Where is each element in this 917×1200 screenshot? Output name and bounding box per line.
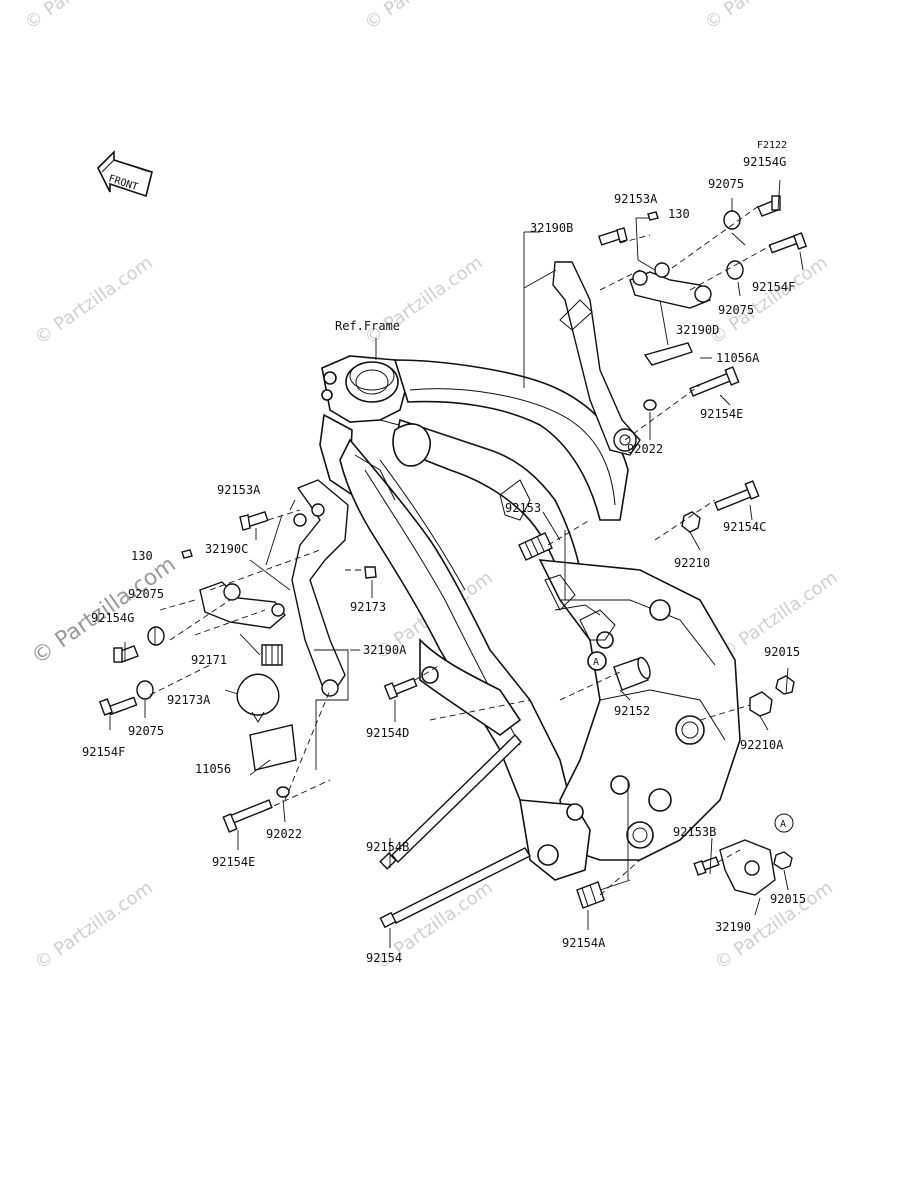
watermark: © Partzilla.com: [701, 0, 827, 34]
label-92154f-left: 92154F: [82, 745, 125, 759]
clamp-92171: [261, 644, 283, 666]
bolt-92154g-right: [757, 195, 781, 217]
label-32190: 32190: [715, 920, 751, 934]
bracket-32190d: [629, 262, 712, 309]
bolt-92153b: [693, 856, 720, 876]
ref-marker-a-mid-circle: [587, 651, 607, 671]
label-92075-left-2: 92075: [128, 724, 164, 738]
bracket-32190a: [291, 479, 349, 697]
label-92075-right-2: 92075: [718, 303, 754, 317]
label-92015-lower: 92015: [770, 892, 806, 906]
nut-92210a: [749, 691, 773, 717]
bolt-130-left: [181, 549, 193, 559]
label-92075-left-1: 92075: [128, 587, 164, 601]
bolt-92154e-left: [222, 799, 273, 833]
main-frame: A: [319, 355, 741, 881]
label-11056: 11056: [195, 762, 231, 776]
watermark: © Partzilla.com: [21, 0, 147, 34]
nut-92015-lower: [773, 851, 793, 870]
bolt-92154c: [714, 480, 760, 512]
label-32190d: 32190D: [676, 323, 719, 337]
nut-92075-left-1: [147, 626, 165, 646]
bolt-92153a-left: [239, 510, 269, 531]
spacer-92153: [518, 532, 553, 561]
watermark: © Partzilla.com: [31, 252, 157, 349]
label-92173: 92173: [350, 600, 386, 614]
nut-92075-right-2: [726, 260, 744, 280]
label-130-right: 130: [668, 207, 690, 221]
washer-92022-left: [276, 786, 290, 798]
label-92154e-right: 92154E: [700, 407, 743, 421]
label-32190a: 32190A: [363, 643, 407, 657]
label-32190b: 32190B: [530, 221, 573, 235]
front-arrow-icon: FRONT: [97, 150, 153, 198]
label-92171: 92171: [191, 653, 227, 667]
bolt-92154f-right: [768, 232, 808, 254]
label-92154d: 92154D: [366, 726, 409, 740]
bracket-32190c: [199, 581, 286, 629]
bolt-92154: [379, 847, 532, 929]
label-92153a-right: 92153A: [614, 192, 658, 206]
bolt-92154b: [379, 733, 522, 870]
label-92152: 92152: [614, 704, 650, 718]
nut-92075-left-2: [136, 680, 154, 700]
nut-92210: [681, 511, 701, 533]
label-92154: 92154: [366, 951, 402, 965]
label-92154b: 92154B: [366, 840, 409, 854]
bolt-92154g-left: [113, 645, 139, 663]
label-92173a: 92173A: [167, 693, 211, 707]
label-130-left: 130: [131, 549, 153, 563]
dash-lines: [149, 204, 771, 896]
watermark: © Partzilla.com: [361, 0, 487, 34]
label-92022-left: 92022: [266, 827, 302, 841]
bolt-130-right: [647, 211, 659, 221]
watermark: © Partzilla.com: [361, 252, 487, 349]
bolt-92153a-right: [598, 227, 628, 246]
watermark: © Partzilla.com: [706, 252, 832, 349]
leader-lines: [109, 179, 804, 948]
band-92173a: [236, 673, 280, 723]
diagram-code: F2122: [757, 140, 787, 151]
label-92210: 92210: [674, 556, 710, 570]
bolt-92154d: [383, 677, 418, 700]
label-92075-right-1: 92075: [708, 177, 744, 191]
bolt-92154e-right: [689, 366, 740, 397]
spacer-92152: [613, 656, 651, 691]
ref-frame-label: Ref.Frame: [335, 319, 400, 333]
label-92210a: 92210A: [740, 738, 784, 752]
label-11056a: 11056A: [716, 351, 760, 365]
label-92153: 92153: [505, 501, 541, 515]
label-32190c: 32190C: [205, 542, 248, 556]
plate-11056: [249, 724, 297, 771]
plate-11056a: [643, 342, 693, 366]
ref-marker-a-lower: A: [780, 819, 786, 830]
label-92154f-right: 92154F: [752, 280, 795, 294]
label-92154g-right: 92154G: [743, 155, 786, 169]
label-92154g-left: 92154G: [91, 611, 134, 625]
watermark: © Partzilla.com: [31, 877, 157, 974]
nut-92075-right-1: [723, 210, 741, 230]
washer-92022-right: [643, 399, 657, 411]
label-92154e-left: 92154E: [212, 855, 255, 869]
ref-marker-a: A: [593, 657, 599, 668]
nut-92015-upper: [775, 675, 795, 695]
ref-marker-a-lower-circle: [774, 813, 794, 833]
label-92153a-left: 92153A: [217, 483, 261, 497]
label-92153b: 92153B: [673, 825, 716, 839]
label-92154c: 92154C: [723, 520, 766, 534]
spacer-92154a: [576, 881, 605, 909]
part-labels: Ref.Frame 92154G 92075 92153A 130 32190B…: [82, 155, 806, 965]
label-92022-right: 92022: [627, 442, 663, 456]
bracket-32190: [719, 839, 776, 896]
label-92154a: 92154A: [562, 936, 606, 950]
label-92015-upper: 92015: [764, 645, 800, 659]
clip-92173: [364, 566, 377, 579]
bolt-92154f-left: [98, 696, 138, 716]
